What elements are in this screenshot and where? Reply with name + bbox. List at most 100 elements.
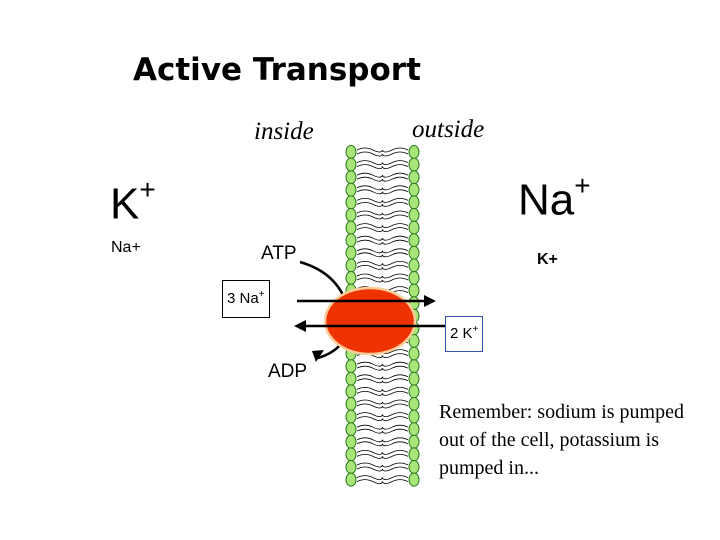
phospholipid-head: [345, 258, 357, 273]
sodium-count-text: 3 Na: [227, 290, 259, 307]
phospholipid-tail: [381, 160, 409, 165]
potassium-count-box: 2 K+: [445, 316, 484, 352]
phospholipid-tail: [356, 235, 384, 241]
phospholipid-tail: [381, 441, 409, 447]
phospholipid-tail: [356, 248, 384, 254]
phospholipid-tail: [381, 273, 409, 279]
phospholipid-head: [345, 447, 357, 462]
phospholipid-tail: [356, 391, 384, 396]
phospholipid-tail: [381, 454, 409, 459]
inside-sodium-label: Na+: [111, 239, 141, 256]
phospholipid-tail: [381, 387, 409, 392]
phospholipid-tail: [381, 391, 409, 396]
phospholipid-tail: [381, 428, 409, 434]
phospholipid-tail: [381, 399, 409, 405]
outside-potassium-label: K+: [537, 251, 558, 268]
phospholipid-tail: [356, 151, 384, 157]
phospholipid-head: [408, 208, 420, 222]
phospholipid-head: [408, 346, 420, 361]
phospholipid-tail: [356, 361, 384, 367]
phospholipid-tail: [381, 361, 409, 367]
phospholipid-head: [345, 371, 357, 386]
ion-symbol: Na: [518, 175, 575, 225]
phospholipid-head: [345, 384, 357, 399]
inside-potassium-ion: K+: [110, 174, 156, 230]
potassium-arrowhead: [294, 320, 306, 332]
phospholipid-tail: [381, 412, 409, 417]
phospholipid-tail: [356, 437, 384, 443]
phospholipid-tail: [356, 378, 384, 384]
phospholipid-tail: [356, 479, 384, 484]
phospholipid-tail: [356, 475, 384, 480]
phospholipid-head: [408, 409, 420, 424]
phospholipid-tail: [356, 441, 384, 447]
phospholipid-head: [408, 472, 420, 487]
phospholipid-tail: [356, 412, 384, 417]
phospholipid-head: [408, 145, 420, 159]
ion-charge: +: [574, 170, 591, 201]
phospholipid-head: [345, 472, 357, 487]
adp-label: ADP: [268, 361, 308, 382]
phospholipid-head: [408, 371, 420, 386]
phospholipid-tail: [381, 185, 409, 191]
sodium-count-charge: +: [258, 289, 265, 300]
phospholipid-head: [345, 245, 357, 260]
phospholipid-tail: [381, 210, 409, 216]
phospholipid-tail: [381, 265, 409, 270]
reminder-note: Remember: sodium is pumped out of the ce…: [439, 401, 684, 479]
phospholipid-tail: [381, 151, 409, 157]
phospholipid-tail: [356, 164, 384, 169]
phospholipid-tail: [356, 185, 384, 191]
phospholipid-tail: [356, 450, 384, 455]
phospholipid-tail: [381, 475, 409, 480]
phospholipid-tail: [381, 214, 409, 220]
phospholipid-tail: [356, 466, 384, 472]
phospholipid-head: [408, 434, 420, 449]
phospholipid-head: [408, 460, 420, 474]
phospholipid-tail: [356, 189, 384, 195]
phospholipid-tail: [356, 424, 384, 430]
atp-label: ATP: [261, 243, 297, 264]
phospholipid-head: [408, 220, 420, 235]
phospholipid-tail: [356, 176, 384, 182]
phospholipid-tail: [381, 239, 409, 245]
phospholipid-tail: [381, 189, 409, 195]
phospholipid-head: [408, 447, 420, 462]
phospholipid-tail: [381, 261, 409, 266]
phospholipid-tail: [381, 198, 409, 203]
phospholipid-head: [408, 422, 420, 437]
phospholipid-tail: [381, 374, 409, 380]
phospholipid-tail: [381, 462, 409, 468]
phospholipid-tail: [381, 424, 409, 430]
phospholipid-tail: [356, 374, 384, 380]
phospholipid-tail: [381, 479, 409, 484]
phospholipid-tail: [381, 248, 409, 254]
potassium-count-charge: +: [472, 324, 479, 335]
phospholipid-tail: [381, 403, 409, 409]
phospholipid-head: [408, 170, 420, 185]
phospholipid-head: [345, 422, 357, 437]
phospholipid-tail: [381, 172, 409, 178]
phospholipid-head: [345, 170, 357, 185]
phospholipid-tail: [356, 210, 384, 216]
phospholipid-head: [345, 359, 357, 374]
outside-sodium-ion: Na+: [518, 170, 591, 226]
phospholipid-head: [345, 397, 357, 411]
diagram-title: Active Transport: [133, 52, 421, 88]
phospholipid-tail: [356, 223, 384, 228]
phospholipid-head: [345, 157, 357, 172]
phospholipid-head: [345, 271, 357, 285]
phospholipid-head: [408, 397, 420, 411]
ion-symbol: K: [110, 179, 140, 229]
inside-label: inside: [254, 118, 314, 145]
phospholipid-tail: [381, 227, 409, 232]
phospholipid-tail: [356, 261, 384, 266]
phospholipid-head: [408, 195, 420, 210]
phospholipid-tail: [381, 176, 409, 182]
phospholipid-head: [408, 359, 420, 374]
phospholipid-tail: [356, 403, 384, 409]
phospholipid-tail: [381, 164, 409, 169]
phospholipid-tail: [381, 202, 409, 207]
phospholipid-tail: [356, 239, 384, 245]
